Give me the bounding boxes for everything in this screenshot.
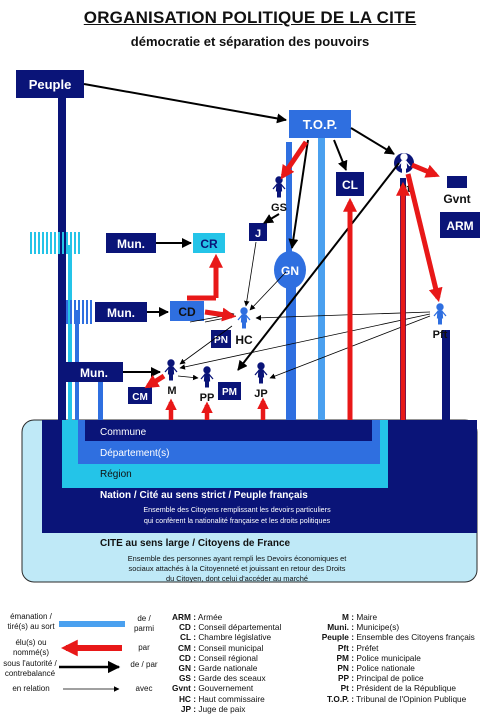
legend-red-left: élu(s) ou nommé(s) bbox=[12, 638, 49, 657]
abbr-item: CD : Conseil régional bbox=[178, 652, 258, 663]
abbr-item: M : Maire bbox=[342, 612, 378, 622]
cite-desc-3: du Citoyen, dont celui d'accéder au marc… bbox=[166, 574, 308, 583]
node-pm bbox=[218, 382, 241, 400]
abbr-item: Peuple : Ensemble des Citoyens français bbox=[321, 632, 475, 643]
node-hc-label: HC bbox=[235, 333, 253, 347]
abbr-item: CM : Conseil municipal bbox=[178, 642, 264, 653]
node-m-label: M bbox=[167, 385, 176, 397]
node-mun2-label: Mun. bbox=[107, 306, 135, 320]
gs-person-icon bbox=[272, 176, 286, 198]
pft-person-icon bbox=[433, 303, 447, 325]
abbreviations-col-1: ARM : Armée CD : Conseil départemental C… bbox=[162, 612, 281, 714]
node-cr bbox=[193, 233, 225, 253]
legend-navy-left: sous l'autorité / contrebalancé bbox=[3, 659, 57, 678]
nation-title: Nation / Cité au sens strict / Peuple fr… bbox=[100, 490, 308, 501]
bar-top-gn bbox=[286, 142, 292, 280]
legend-blue-symbol bbox=[59, 621, 125, 627]
legend-blue-right: de / parmi bbox=[133, 614, 154, 633]
cite-desc-2: sociaux attachés à la Citoyenneté et jou… bbox=[129, 564, 346, 573]
jp-person-icon bbox=[254, 362, 268, 384]
bar-pft bbox=[442, 330, 450, 420]
node-j bbox=[249, 223, 267, 241]
node-mun1 bbox=[106, 233, 156, 253]
nation-desc-2: qui confèrent la nationalité française e… bbox=[144, 516, 331, 525]
node-top bbox=[289, 110, 351, 138]
abbr-item: HC : Haut commissaire bbox=[178, 693, 265, 704]
legend-thin-right: avec bbox=[135, 684, 153, 693]
abbr-item: T.O.P. : Tribunal de l'Opinion Publique bbox=[326, 693, 467, 704]
node-pn-label: PN bbox=[214, 335, 228, 346]
node-cd-label: CD bbox=[178, 305, 196, 319]
nation-desc-1: Ensemble des Citoyens remplissant les de… bbox=[143, 505, 331, 514]
abbr-item: CL : Chambre législative bbox=[180, 632, 272, 643]
abbr-item: JP : Juge de paix bbox=[180, 703, 246, 714]
abbr-item: Pft : Préfet bbox=[337, 642, 379, 653]
authority-arrows bbox=[83, 83, 400, 377]
node-cr-label: CR bbox=[200, 237, 218, 251]
mun1-stack bbox=[30, 232, 80, 254]
abbr-item: Gvnt : Gouvernement bbox=[172, 683, 254, 694]
node-mun3-label: Mun. bbox=[80, 366, 108, 380]
abbr-item: GS : Garde des sceaux bbox=[178, 673, 266, 684]
node-j-label: J bbox=[255, 228, 261, 240]
node-jp-label: JP bbox=[254, 388, 267, 400]
node-top-label: T.O.P. bbox=[303, 117, 337, 132]
layer-commune bbox=[85, 420, 372, 441]
hc-person-icon bbox=[237, 307, 251, 329]
node-cd bbox=[170, 301, 204, 321]
cite-title: CITE au sens large / Citoyens de France bbox=[100, 538, 291, 549]
abbr-item: GN : Garde nationale bbox=[178, 663, 258, 674]
legend-navy-right: de / par bbox=[130, 660, 158, 669]
node-arm-label: ARM bbox=[446, 219, 473, 233]
node-pm-label: PM bbox=[222, 387, 237, 398]
local-elected-arrows bbox=[165, 397, 269, 420]
node-gvnt-box bbox=[447, 176, 467, 188]
abbr-item: CD : Conseil départemental bbox=[178, 622, 282, 633]
node-peuple-label: Peuple bbox=[29, 77, 72, 92]
mun2-stack bbox=[66, 300, 92, 324]
pp-person-icon bbox=[200, 366, 214, 388]
diagram-title: ORGANISATION POLITIQUE DE LA CITE bbox=[83, 8, 417, 27]
node-gn bbox=[274, 251, 306, 289]
node-peuple bbox=[16, 70, 84, 98]
m-person-icon bbox=[164, 359, 178, 381]
bar-gn bbox=[286, 280, 296, 420]
node-gvnt-label: Gvnt bbox=[443, 192, 470, 206]
elected-arrows bbox=[144, 140, 443, 420]
abbr-item: Pt : Président de la République bbox=[340, 683, 456, 694]
diagram-subtitle: démocratie et séparation des pouvoirs bbox=[130, 34, 370, 49]
abbr-item: PP : Principal de police bbox=[338, 673, 424, 684]
node-gn-label: GN bbox=[281, 264, 299, 278]
node-cm-label: CM bbox=[132, 392, 148, 403]
bar-top-nation bbox=[318, 138, 325, 420]
node-mun1-label: Mun. bbox=[117, 237, 145, 251]
bar-peuple bbox=[58, 95, 66, 420]
node-pn bbox=[211, 330, 231, 348]
node-cm bbox=[128, 387, 152, 404]
commune-label: Commune bbox=[100, 427, 147, 438]
abbr-item: PN : Police nationale bbox=[337, 663, 415, 674]
abbr-item: ARM : Armée bbox=[172, 612, 223, 622]
legend-red-right: par bbox=[138, 643, 150, 652]
node-pft-label: Pft bbox=[433, 329, 448, 341]
bar-mun3 bbox=[98, 382, 103, 420]
cite-desc-1: Ensemble des personnes ayant rempli les … bbox=[128, 554, 347, 563]
abbr-item: Muni. : Municipe(s) bbox=[327, 622, 400, 633]
node-gs-label: GS bbox=[271, 202, 287, 214]
node-cl-label: CL bbox=[342, 178, 358, 192]
departement-label: Département(s) bbox=[100, 448, 169, 459]
abbr-item: PM : Police municipale bbox=[336, 652, 421, 663]
bar-mun1 bbox=[68, 245, 72, 420]
abbreviations-col-2: M : Maire Muni. : Municipe(s) Peuple : E… bbox=[312, 612, 475, 704]
node-mun3 bbox=[66, 362, 123, 382]
node-cl bbox=[336, 172, 364, 196]
legend-thin-left: en relation bbox=[12, 684, 50, 693]
node-arm bbox=[440, 212, 480, 238]
node-mun2 bbox=[95, 302, 147, 322]
region-label: Région bbox=[100, 469, 132, 480]
legend-blue-left: émanation / tiré(s) au sort bbox=[7, 612, 55, 631]
node-pp-label: PP bbox=[200, 392, 215, 404]
